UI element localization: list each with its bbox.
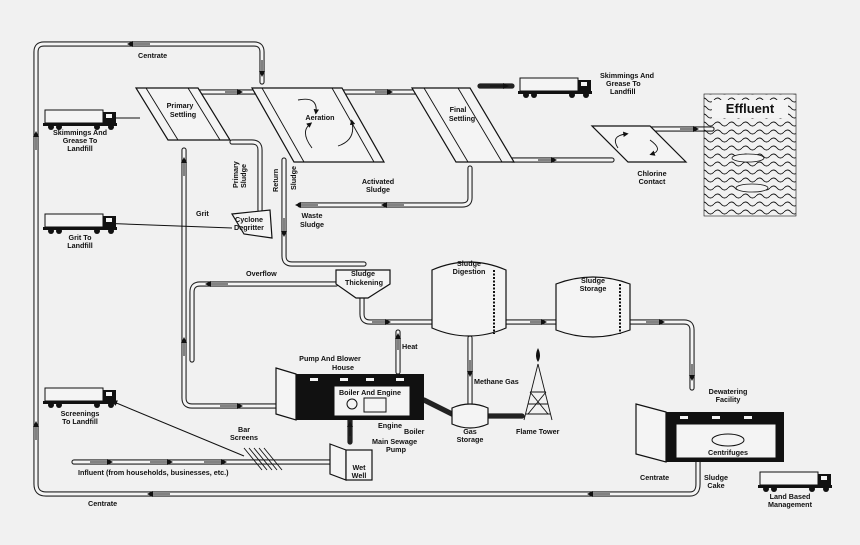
effluent-label: Effluent [726,101,775,116]
truck-icon [42,109,118,131]
pump-blower-house: Pump And Blower House Boiler And Engine [275,354,424,421]
dewatering-facility [635,403,784,463]
skimmings-right-label-1: Skimmings And [600,71,654,80]
skimmings-right-label-2: Grease To [606,79,641,88]
grit-label: Grit [196,209,209,218]
heat-label: Heat [402,342,418,351]
chlorine-contact-label-2: Contact [639,177,666,186]
sludge-storage-tank: Sludge Storage [555,276,631,338]
truck-icon [517,77,593,99]
sludge-digestion-tank: Sludge Digestion [431,259,507,337]
primary-settling-tank: Primary Settling [134,87,232,141]
wet-well-label-1: Wet [352,463,366,472]
centrifuges-label: Centrifuges [708,448,748,457]
gas-storage-label-1: Gas [463,427,477,436]
waste-sludge-label-2: Sludge [300,220,324,229]
chlorine-contact-label-1: Chlorine [637,169,666,178]
skimmings-left-label-3: Landfill [67,144,93,153]
thickening-label-2: Thickening [345,278,383,287]
influent-label: Influent (from households, businesses, e… [78,468,229,477]
return-sludge-label-1: Return [271,169,280,192]
sludge-cake-label-2: Cake [707,481,724,490]
digestion-label-1: Sludge [457,259,481,268]
gas-storage-label-2: Storage [457,435,484,444]
flame-tower-icon [523,348,553,421]
centrate-bottom-left-label: Centrate [88,499,117,508]
grit-landfill-label-1: Grit To [68,233,92,242]
dewatering-label-1: Dewatering [709,387,748,396]
gas-storage-tank: Gas Storage [451,403,489,444]
aeration-label: Aeration [305,113,334,122]
final-settling-tank: Final Settling [410,87,516,163]
primary-settling-label-1: Primary [167,101,194,110]
truck-icon [42,387,118,409]
boiler-label: Boiler [404,427,425,436]
thickening-label-1: Sludge [351,269,375,278]
pipes [33,41,715,497]
skimmings-left-label-1: Skimmings And [53,128,107,137]
methane-gas-label: Methane Gas [474,377,519,386]
return-sludge-label-2: Sludge [289,166,298,190]
cyclone-degritter: Cyclone Degritter [231,209,273,239]
engine-label: Engine [378,421,402,430]
grit-landfill-label-2: Landfill [67,241,93,250]
cyclone-label-2: Degritter [234,223,264,232]
truck-icon [42,213,118,235]
chlorine-contact-tank: Chlorine Contact [590,125,688,186]
wet-well-label-2: Well [352,471,367,480]
overflow-label: Overflow [246,269,277,278]
waste-sludge-label-1: Waste [302,211,323,220]
flow-arrows [33,41,699,497]
bar-screens-label-2: Screens [230,433,258,442]
primary-sludge-label-1: Primary [231,161,240,188]
pump-house-label-2: House [332,363,354,372]
digestion-label-2: Digestion [453,267,486,276]
bar-screens-label-1: Bar [238,425,250,434]
wet-well: Wet Well [329,443,373,481]
centrate-bottom-right-label: Centrate [640,473,669,482]
storage-label-2: Storage [580,284,607,293]
activated-sludge-label-1: Activated [362,177,394,186]
truck-icon [757,471,833,493]
dewatering-label-2: Facility [716,395,741,404]
sludge-cake-label-1: Sludge [704,473,728,482]
skimmings-right-label-3: Landfill [610,87,636,96]
main-sewage-pump-label-1: Main Sewage [372,437,417,446]
final-settling-label-2: Settling [449,114,475,123]
aeration-tank: Aeration [250,87,386,163]
land-based-label-2: Management [768,500,813,509]
primary-settling-label-2: Settling [170,110,196,119]
bar-screens [243,447,283,471]
storage-label-1: Sludge [581,276,605,285]
cyclone-label-1: Cyclone [235,215,263,224]
flame-tower-label: Flame Tower [516,427,560,436]
centrate-top-label: Centrate [138,51,167,60]
screenings-label-1: Screenings [61,409,100,418]
centrifuge-icon [711,433,745,447]
activated-sludge-label-2: Sludge [366,185,390,194]
screenings-label-2: To Landfill [62,417,98,426]
boiler-engine-label: Boiler And Engine [339,388,401,397]
land-based-label-1: Land Based [770,492,811,501]
main-sewage-pump-label-2: Pump [386,445,407,454]
skimmings-left-label-2: Grease To [63,136,98,145]
effluent-water: Effluent [703,93,797,217]
pump-house-label-1: Pump And Blower [299,354,361,363]
sludge-thickening-tank: Sludge Thickening [335,269,391,299]
primary-sludge-label-2: Sludge [239,164,248,188]
final-settling-label-1: Final [450,105,467,114]
